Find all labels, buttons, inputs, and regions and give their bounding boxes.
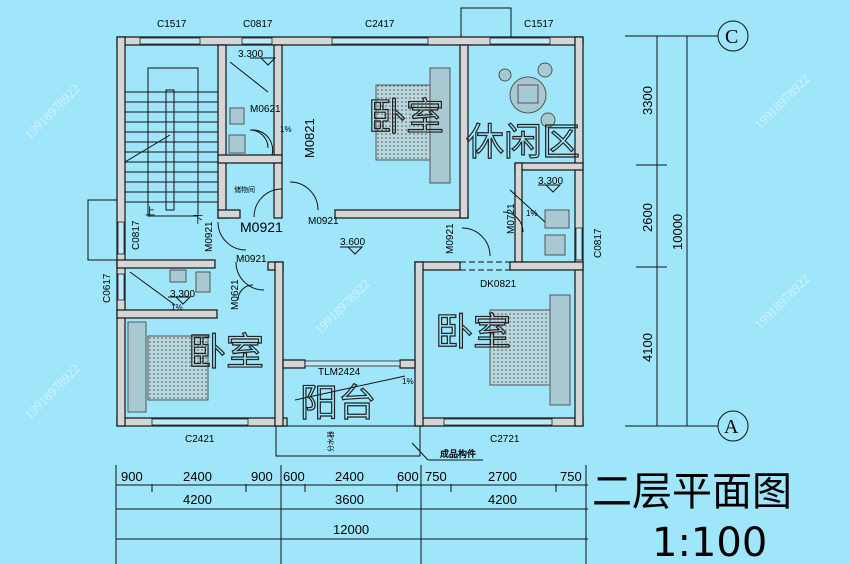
axis-c: C <box>725 26 738 48</box>
label-c2721: C2721 <box>490 434 520 445</box>
dim-900-a: 900 <box>121 469 143 484</box>
axis-a: A <box>724 416 739 438</box>
dim-4200-a: 4200 <box>183 492 212 507</box>
dim-600-a: 600 <box>283 469 305 484</box>
label-c2417: C2417 <box>365 19 395 30</box>
slope-mark-right: 1% <box>526 209 538 218</box>
watermark: 19918978922 <box>22 361 83 422</box>
label-c1517-left: C1517 <box>157 19 187 30</box>
slope-mark-left: 1% <box>171 303 183 312</box>
label-m0921-right: M0921 <box>445 223 456 254</box>
stair-down-label: 下 <box>193 215 203 226</box>
label-tlm2424: TLM2424 <box>318 367 361 378</box>
label-c0817-left: C0817 <box>131 220 142 250</box>
level-bath-top: 3.300 <box>238 49 263 60</box>
furniture <box>127 62 571 413</box>
window-c0817-top <box>241 37 273 45</box>
label-dk0821: DK0821 <box>480 279 517 290</box>
label-m0621-top: M0621 <box>250 104 281 115</box>
drawing-scale: 1:100 <box>652 520 767 564</box>
label-m0921-stair: M0921 <box>204 221 215 252</box>
room-bedroom-left: 卧室 <box>188 330 264 374</box>
window-c1517-right <box>489 37 551 45</box>
stair-up-label: 上 <box>145 206 155 218</box>
label-m0921-storage: M0921 <box>240 219 283 235</box>
slope-mark-balcony: 1% <box>402 377 414 386</box>
room-bedroom-top: 卧室 <box>368 95 444 139</box>
watermark: 19918978922 <box>312 276 373 337</box>
window-c2721 <box>443 418 553 426</box>
watermark: 19918978922 <box>752 271 813 332</box>
slope-mark: 1% <box>280 125 292 134</box>
dim-2600: 2600 <box>640 203 655 232</box>
dim-3300: 3300 <box>640 86 655 115</box>
watermark: 19918978922 <box>752 71 813 132</box>
window-c2421 <box>151 418 249 426</box>
dim-12000: 12000 <box>333 522 369 537</box>
room-leisure: 休闲区 <box>466 120 580 164</box>
bed-left <box>147 335 209 401</box>
label-c0817-right: C0817 <box>593 228 604 258</box>
door-swings <box>217 129 524 301</box>
watermark: 19918978922 <box>22 81 83 142</box>
label-water-divider: 分水器 <box>326 431 335 452</box>
dim-4200-b: 4200 <box>488 492 517 507</box>
label-c1517-right: C1517 <box>524 19 554 30</box>
dim-4100: 4100 <box>640 333 655 362</box>
dim-750-a: 750 <box>425 469 447 484</box>
level-bath-left: 3.300 <box>170 289 195 300</box>
right-dimensions: 3300 2600 4100 10000 C A <box>625 20 749 442</box>
drawing-title: 二层平面图 <box>592 469 792 515</box>
bed-right <box>489 309 555 386</box>
window-c0817-left <box>117 221 125 255</box>
label-c2421: C2421 <box>185 434 215 445</box>
label-storage: 储物间 <box>234 185 255 194</box>
level-bath-right: 3.300 <box>538 176 563 187</box>
dim-900-b: 900 <box>251 469 273 484</box>
staircase: 上 下 <box>124 67 218 226</box>
window-c2417 <box>331 37 429 45</box>
windows <box>117 37 583 426</box>
label-c0817-top: C0817 <box>243 19 273 30</box>
dim-750-b: 750 <box>560 469 582 484</box>
level-hall: 3.600 <box>340 237 365 248</box>
dim-2400-a: 2400 <box>183 469 212 484</box>
dim-2400-b: 2400 <box>335 469 364 484</box>
dim-600-b: 600 <box>397 469 419 484</box>
bed-top <box>375 84 441 161</box>
room-bedroom-right: 卧室 <box>435 310 511 354</box>
dim-10000: 10000 <box>670 214 685 250</box>
dim-3600: 3600 <box>335 492 364 507</box>
level-triangles <box>129 57 562 401</box>
label-component: 成品构件 <box>440 448 476 459</box>
dim-2700: 2700 <box>488 469 517 484</box>
label-m0721: M0721 <box>506 203 517 234</box>
toilet <box>229 107 245 125</box>
bottom-dimensions: 900 2400 900 600 2400 600 750 2700 750 4… <box>115 465 588 564</box>
balcony-sliding-door <box>304 360 401 367</box>
label-m0621-left: M0621 <box>230 279 241 310</box>
label-c0617: C0617 <box>102 273 113 303</box>
window-c0817-right <box>575 227 583 261</box>
room-balcony: 阳台 <box>300 381 376 425</box>
sink <box>228 134 246 154</box>
label-m0921-bedroom: M0921 <box>308 216 339 227</box>
plan-labels: C1517 C0817 C2417 C1517 C0817 C0617 C081… <box>102 19 604 461</box>
window-c1517-left <box>139 37 201 45</box>
label-m0821: M0821 <box>302 118 317 158</box>
window-c0617 <box>117 273 125 301</box>
label-m0921-left: M0921 <box>236 254 267 265</box>
